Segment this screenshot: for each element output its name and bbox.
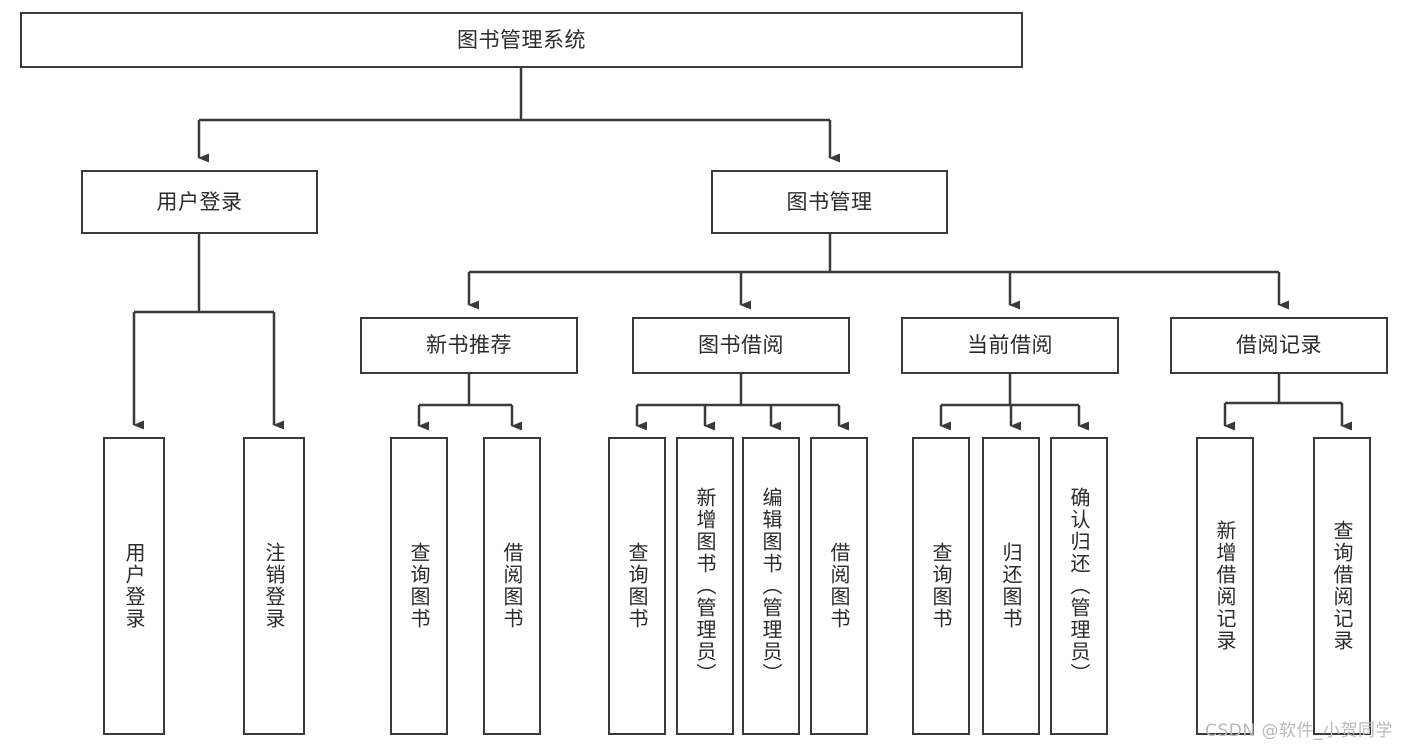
node-label: 确认归还（管理员） <box>1067 487 1091 685</box>
node-leaf-query-book-recommend[interactable]: 查询图书 <box>390 437 448 735</box>
node-label: 当前借阅 <box>967 333 1053 358</box>
node-leaf-edit-book-admin[interactable]: 编辑图书（管理员） <box>742 437 800 735</box>
node-label: 查询图书 <box>407 542 431 630</box>
node-book-manage[interactable]: 图书管理 <box>711 170 948 234</box>
node-book-borrow[interactable]: 图书借阅 <box>632 317 850 374</box>
node-leaf-add-book-admin[interactable]: 新增图书（管理员） <box>676 437 734 735</box>
node-label: 图书借阅 <box>698 333 784 358</box>
node-label: 查询借阅记录 <box>1330 520 1354 652</box>
node-label: 借阅图书 <box>500 542 524 630</box>
node-leaf-query-book-current[interactable]: 查询图书 <box>912 437 970 735</box>
node-root-system[interactable]: 图书管理系统 <box>20 12 1023 68</box>
node-label: 借阅图书 <box>827 542 851 630</box>
node-leaf-borrow-book-recommend[interactable]: 借阅图书 <box>483 437 541 735</box>
node-new-book-recommend[interactable]: 新书推荐 <box>360 317 578 374</box>
node-leaf-return-book[interactable]: 归还图书 <box>982 437 1040 735</box>
node-leaf-user-login[interactable]: 用户登录 <box>103 437 165 735</box>
node-leaf-logout[interactable]: 注销登录 <box>243 437 305 735</box>
node-label: 新增借阅记录 <box>1213 520 1237 652</box>
node-label: 新书推荐 <box>426 333 512 358</box>
node-label: 借阅记录 <box>1236 333 1322 358</box>
node-leaf-add-borrow-record[interactable]: 新增借阅记录 <box>1196 437 1254 735</box>
node-label: 查询图书 <box>625 542 649 630</box>
node-label: 注销登录 <box>262 542 286 630</box>
node-current-borrow[interactable]: 当前借阅 <box>901 317 1119 374</box>
node-label: 归还图书 <box>999 542 1023 630</box>
node-borrow-record[interactable]: 借阅记录 <box>1170 317 1388 374</box>
node-label: 图书管理系统 <box>457 27 586 52</box>
node-label: 用户登录 <box>156 189 243 214</box>
node-label: 编辑图书（管理员） <box>759 487 783 685</box>
node-user-login[interactable]: 用户登录 <box>81 170 318 234</box>
node-leaf-confirm-return-admin[interactable]: 确认归还（管理员） <box>1050 437 1108 735</box>
node-label: 查询图书 <box>929 542 953 630</box>
node-leaf-borrow-book[interactable]: 借阅图书 <box>810 437 868 735</box>
csdn-watermark: CSDN @软件_小贺同学 <box>1205 721 1393 741</box>
node-leaf-query-borrow-record[interactable]: 查询借阅记录 <box>1313 437 1371 735</box>
node-leaf-query-book-borrow[interactable]: 查询图书 <box>608 437 666 735</box>
node-label: 用户登录 <box>122 542 146 630</box>
node-label: 新增图书（管理员） <box>693 487 717 685</box>
node-label: 图书管理 <box>786 189 873 214</box>
